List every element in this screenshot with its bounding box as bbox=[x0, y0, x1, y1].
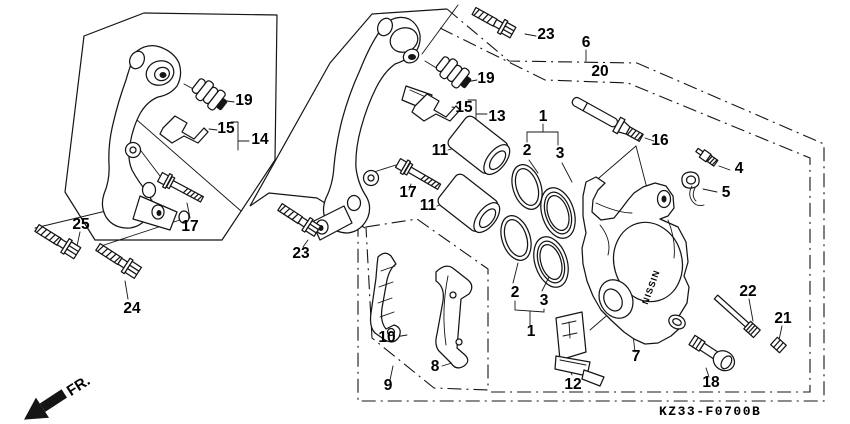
callout-23-top: 23 bbox=[537, 26, 555, 43]
callout-12: 12 bbox=[564, 376, 581, 393]
diagram-part-code: KZ33-F0700B bbox=[659, 404, 761, 419]
dust-seal-upper-part bbox=[540, 187, 576, 239]
left-pad-retainer-part bbox=[159, 115, 209, 144]
pad-set-box bbox=[365, 218, 489, 391]
brake-pad-right-part bbox=[435, 265, 473, 369]
callout-2-lower: 2 bbox=[511, 284, 520, 301]
flange-bolt-25-part bbox=[34, 223, 82, 260]
callout-6: 6 bbox=[582, 34, 591, 51]
callout-8: 8 bbox=[431, 358, 440, 375]
left-bracket-group-box bbox=[64, 12, 278, 241]
callout-15-left: 15 bbox=[217, 120, 235, 137]
callout-labels: 23 6 20 19 15 14 17 25 24 23 19 15 13 11… bbox=[72, 26, 792, 394]
group-20-boundary bbox=[439, 27, 811, 393]
callout-3-upper: 3 bbox=[556, 145, 565, 162]
callout-17-center: 17 bbox=[399, 184, 416, 201]
callout-11-upper: 11 bbox=[432, 142, 449, 159]
bleeder-valve-part bbox=[695, 147, 719, 167]
callout-11-lower: 11 bbox=[420, 197, 437, 214]
callout-15-center: 15 bbox=[455, 99, 473, 116]
callout-1-lower: 1 bbox=[527, 323, 536, 340]
callout-24: 24 bbox=[123, 300, 141, 317]
bleeder-cap-part bbox=[681, 171, 705, 207]
callout-13: 13 bbox=[488, 108, 506, 125]
left-pad-pin-part bbox=[157, 171, 204, 203]
callout-22: 22 bbox=[739, 283, 756, 300]
brake-pad-left-part bbox=[369, 252, 401, 343]
center-pin-boot-part bbox=[435, 56, 472, 89]
center-bracket-box-top bbox=[249, 8, 448, 207]
callout-2-upper: 2 bbox=[523, 142, 532, 159]
pad-spring-part bbox=[554, 311, 605, 387]
callout-5: 5 bbox=[722, 184, 731, 201]
piston-upper-part bbox=[447, 115, 511, 176]
callout-23-center: 23 bbox=[292, 245, 310, 262]
fr-direction-arrow: FR. bbox=[24, 372, 94, 420]
callout-1-upper: 1 bbox=[539, 108, 548, 125]
callout-16: 16 bbox=[651, 132, 669, 149]
dust-seal-lower-part bbox=[533, 236, 569, 288]
callout-21: 21 bbox=[774, 310, 792, 327]
fr-label: FR. bbox=[64, 372, 94, 399]
callout-17-left: 17 bbox=[181, 218, 198, 235]
hanger-pin-part bbox=[571, 96, 644, 142]
center-pad-retainer-part bbox=[411, 93, 461, 122]
pin-boot-18-part bbox=[688, 334, 736, 372]
callout-7: 7 bbox=[632, 348, 641, 365]
callout-25: 25 bbox=[72, 216, 90, 233]
callout-10: 10 bbox=[378, 329, 395, 346]
left-mount-bracket bbox=[101, 45, 190, 231]
top-mount-bolt-part bbox=[471, 6, 517, 39]
caliper-body-part: NISSIN bbox=[581, 176, 690, 345]
center-pad-pin-part bbox=[394, 158, 442, 190]
flange-bolt-24-part bbox=[95, 243, 143, 279]
callout-18: 18 bbox=[702, 374, 720, 391]
callout-4: 4 bbox=[735, 160, 744, 177]
center-mount-bracket bbox=[311, 16, 433, 241]
pin-plug-21-part bbox=[770, 336, 787, 354]
left-pin-boot-part bbox=[191, 78, 228, 111]
callout-3-lower: 3 bbox=[540, 292, 549, 309]
callout-19-left: 19 bbox=[235, 92, 253, 109]
pad-pin-22-part bbox=[713, 294, 761, 339]
center-mount-bolt-part bbox=[277, 203, 322, 237]
callout-9: 9 bbox=[384, 377, 393, 394]
piston-seal-lower-part bbox=[500, 215, 532, 261]
callout-14: 14 bbox=[251, 131, 269, 148]
callout-20: 20 bbox=[591, 63, 608, 80]
piston-seal-upper-part bbox=[511, 164, 543, 210]
callout-19-center: 19 bbox=[477, 70, 495, 87]
piston-lower-part bbox=[437, 173, 501, 234]
